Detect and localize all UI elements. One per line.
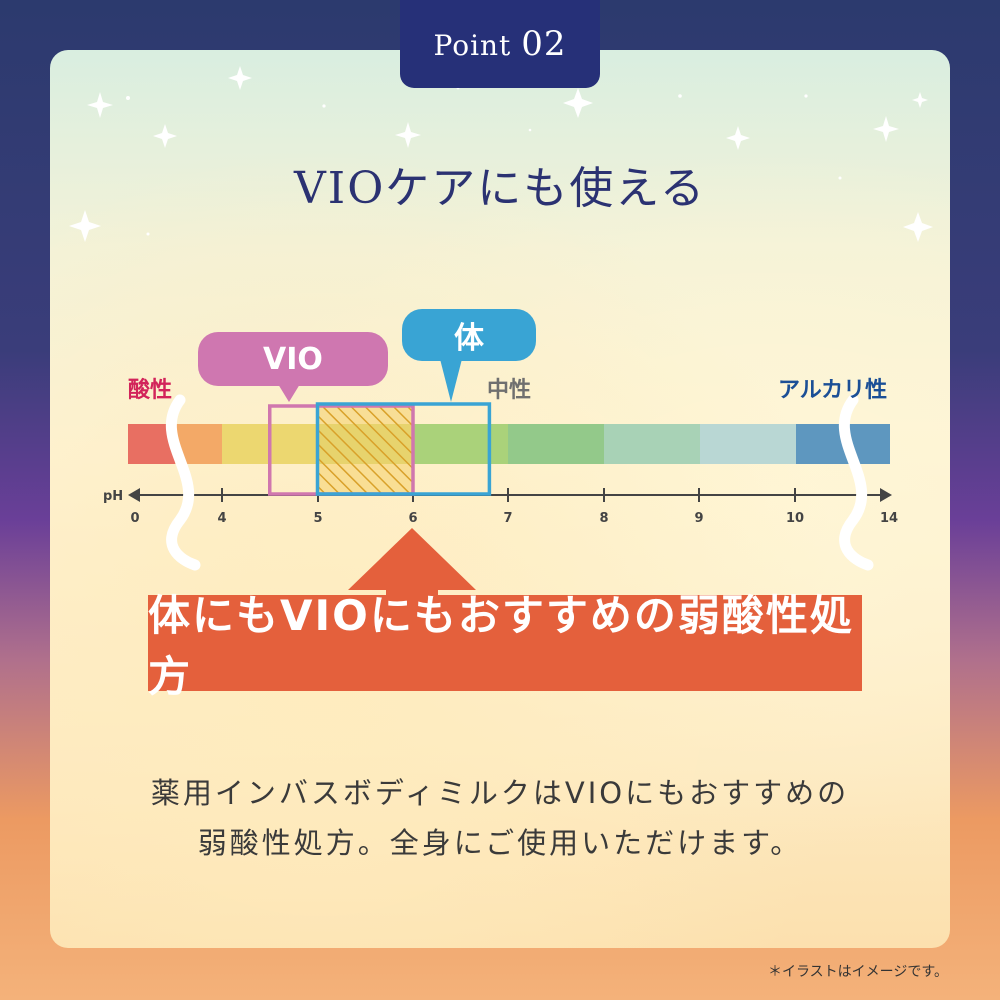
axis-tick-label: 8	[599, 511, 608, 526]
sparkle-icon	[873, 116, 899, 142]
sparkle-icon	[153, 124, 177, 148]
sparkles	[69, 66, 933, 242]
axis-tick-label: 6	[408, 511, 417, 526]
acid-label: 酸性	[128, 378, 173, 403]
sparkle-icon	[395, 122, 421, 148]
overlap-area	[317, 406, 413, 494]
axis-tick-label: 0	[130, 511, 139, 526]
ph-range-markers	[268, 402, 492, 496]
scale-break-marks	[165, 394, 874, 571]
sparkle-icon	[69, 210, 101, 242]
neutral-label: 中性	[487, 378, 532, 403]
point-word: Point	[433, 29, 512, 62]
description-line-1: 薬用インバスボディミルクはVIOにもおすすめの	[150, 776, 850, 810]
body-bubble: 体	[402, 309, 536, 361]
cta-banner: 体にもVIOにもおすすめの弱酸性処方	[148, 591, 862, 701]
up-arrow-icon	[348, 528, 476, 600]
sparkle-icon	[87, 92, 113, 118]
sparkle-icon	[726, 126, 750, 150]
sparkle-icon	[563, 88, 593, 118]
axis-label-ph: pH	[103, 489, 123, 504]
point-number: 02	[521, 24, 567, 64]
point-label: Point 02	[434, 24, 567, 64]
ph-color-segment	[508, 424, 604, 464]
ph-color-segment	[700, 424, 796, 464]
content-card	[50, 50, 950, 948]
page-title: VIOケアにも使える	[294, 163, 706, 214]
ph-color-bar	[128, 424, 890, 464]
ph-color-segment	[412, 424, 508, 464]
axis-tick-label: 9	[694, 511, 703, 526]
sparkle-icon	[912, 92, 928, 108]
axis-tick-label: 14	[880, 511, 898, 526]
ph-color-segment	[604, 424, 700, 464]
body-bubble-pointer	[440, 359, 462, 402]
vio-bubble: VIO	[198, 332, 388, 386]
sparkle-icon	[903, 212, 933, 242]
axis-tick-label: 5	[313, 511, 322, 526]
sparkle-icon	[228, 66, 252, 90]
axis-tick-label: 4	[217, 511, 226, 526]
vio-bubble-pointer	[278, 384, 300, 402]
alkali-label: アルカリ性	[778, 378, 888, 403]
point-badge: Point 02	[400, 0, 600, 88]
body-range-box	[315, 402, 492, 496]
ph-axis	[128, 488, 892, 502]
description-line-2: 弱酸性処方。全身にご使用いただけます。	[197, 826, 803, 860]
image-note: ＊イラストはイメージです。	[767, 964, 948, 980]
axis-tick-label: 7	[503, 511, 512, 526]
axis-tick-label: 10	[786, 511, 804, 526]
